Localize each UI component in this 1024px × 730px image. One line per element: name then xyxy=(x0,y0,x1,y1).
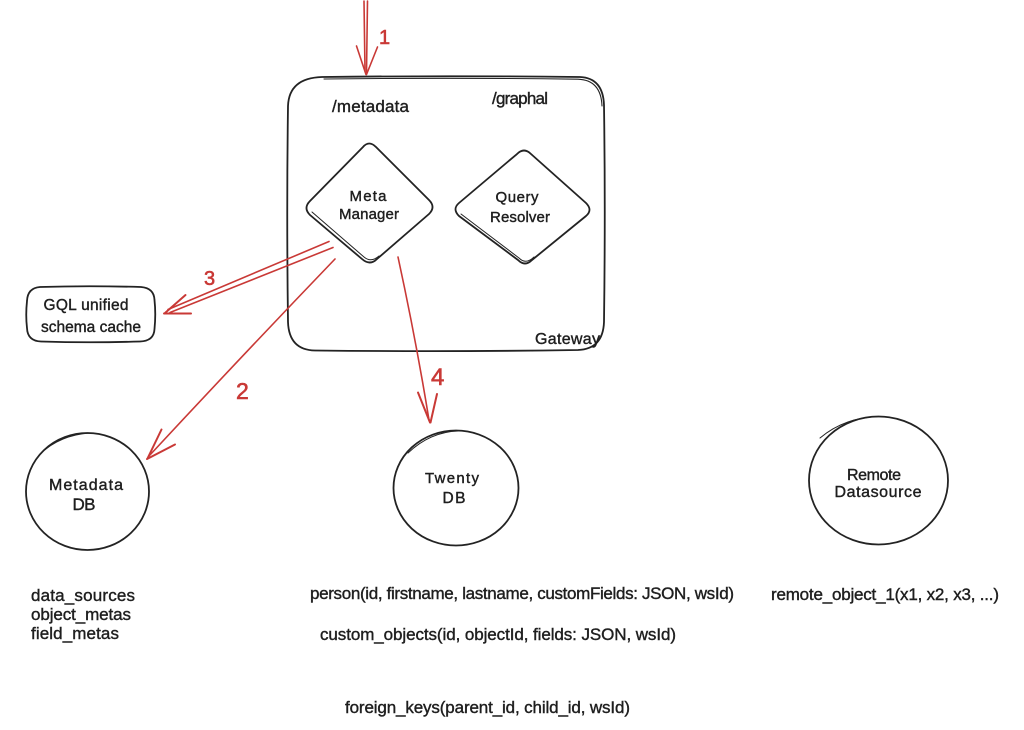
svg-text:3: 3 xyxy=(204,268,215,290)
svg-text:Datasource: Datasource xyxy=(835,484,922,501)
svg-text:DB: DB xyxy=(73,495,96,514)
svg-text:object_metas: object_metas xyxy=(31,605,131,624)
svg-text:GQL unified: GQL unified xyxy=(44,297,129,314)
svg-text:foreign_keys(parent_id, child_: foreign_keys(parent_id, child_id, wsId) xyxy=(345,698,630,717)
svg-text:Meta: Meta xyxy=(350,188,388,205)
svg-text:/metadata: /metadata xyxy=(332,97,410,116)
svg-text:Manager: Manager xyxy=(339,206,399,223)
svg-text:/graphal: /graphal xyxy=(492,89,548,108)
svg-text:schema cache: schema cache xyxy=(41,319,141,336)
svg-text:1: 1 xyxy=(379,27,390,49)
svg-text:Resolver: Resolver xyxy=(490,209,550,226)
svg-text:field_metas: field_metas xyxy=(31,624,119,643)
svg-text:Gateway: Gateway xyxy=(535,331,600,348)
svg-text:DB: DB xyxy=(443,490,466,507)
svg-text:data_sources: data_sources xyxy=(31,586,135,605)
svg-text:remote_object_1(x1, x2, x3, ..: remote_object_1(x1, x2, x3, ...) xyxy=(771,585,999,604)
svg-text:Metadata: Metadata xyxy=(49,477,123,494)
svg-text:custom_objects(id, objectId, f: custom_objects(id, objectId, fields: JSO… xyxy=(320,625,676,644)
svg-text:Twenty: Twenty xyxy=(425,470,480,487)
svg-text:Query: Query xyxy=(496,189,540,206)
svg-text:Remote: Remote xyxy=(847,467,901,484)
svg-text:2: 2 xyxy=(236,378,249,404)
svg-text:person(id, firstname, lastname: person(id, firstname, lastname, customFi… xyxy=(310,584,734,603)
svg-text:4: 4 xyxy=(431,364,444,391)
